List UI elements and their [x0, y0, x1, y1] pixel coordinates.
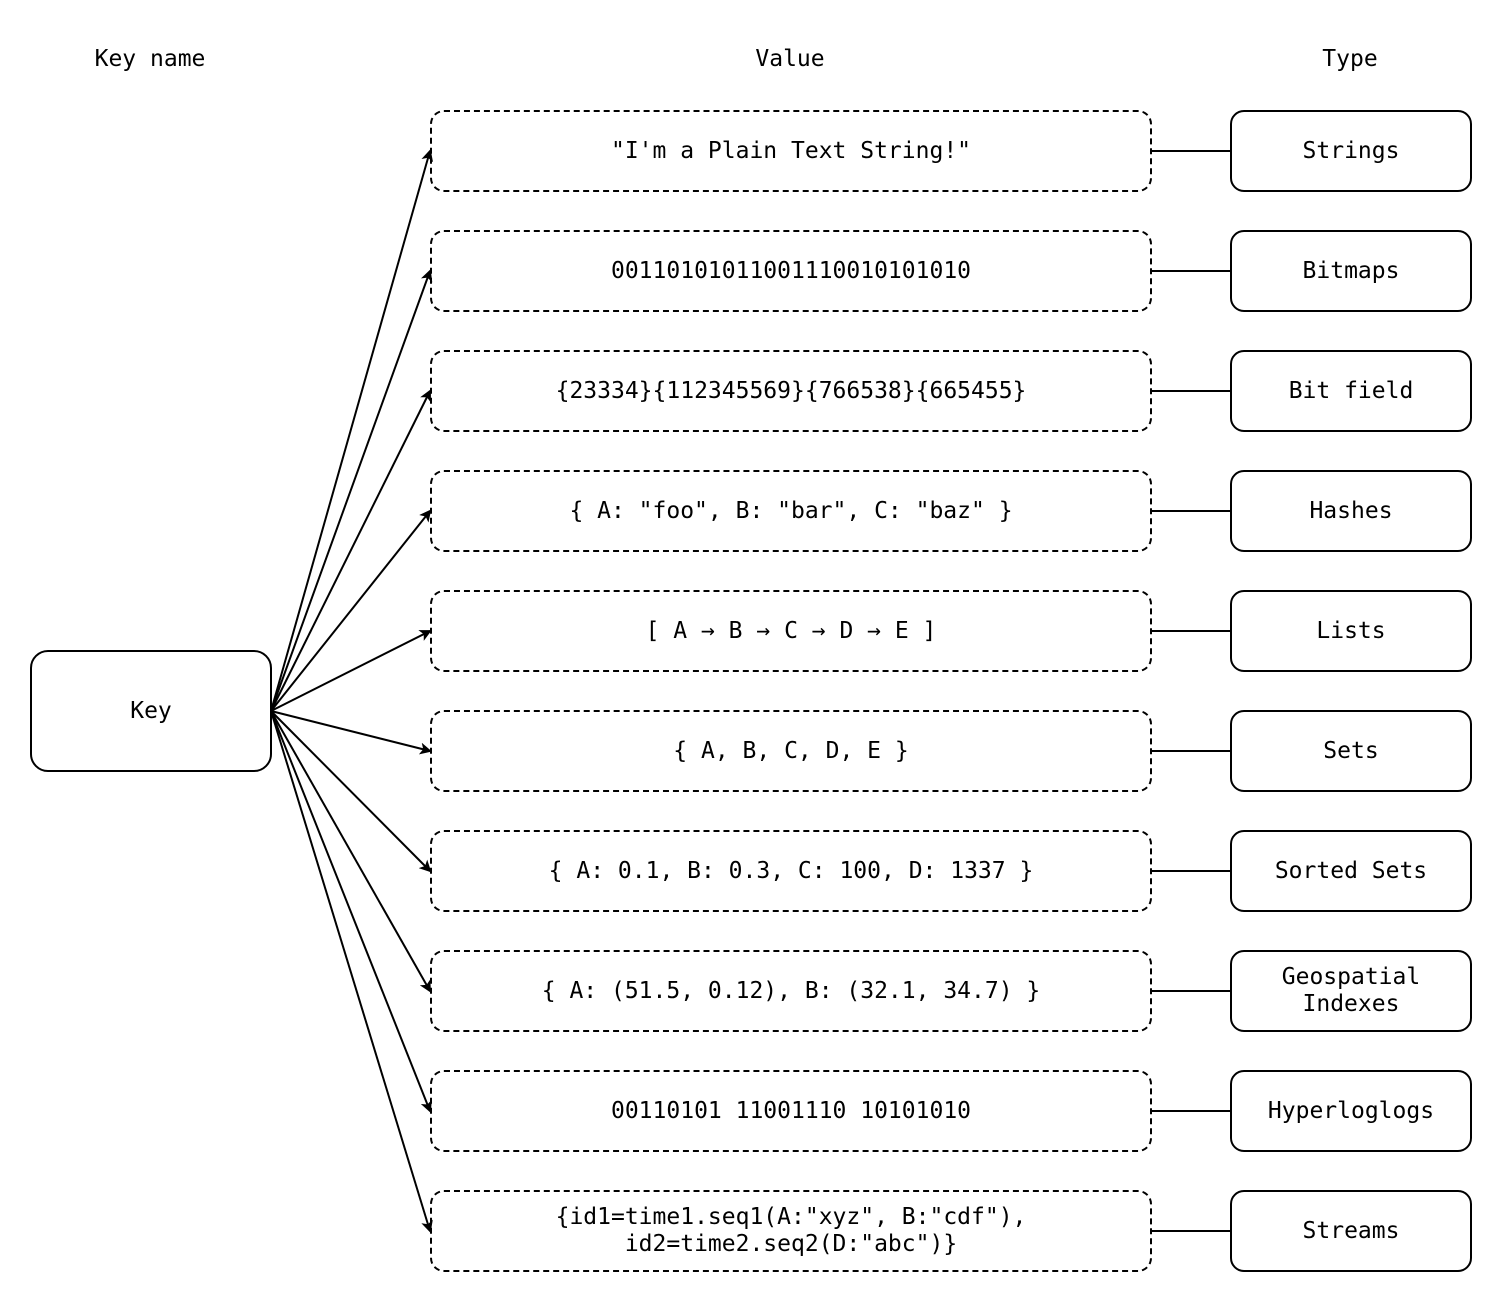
key-to-value-arrow — [270, 509, 432, 712]
value-box: { A, B, C, D, E } — [430, 710, 1152, 792]
key-to-value-arrow — [270, 630, 432, 712]
key-to-value-arrow — [270, 710, 431, 993]
key-to-value-arrow — [270, 269, 433, 712]
value-box: {id1=time1.seq1(A:"xyz", B:"cdf"), id2=t… — [430, 1190, 1152, 1272]
type-box: Geospatial Indexes — [1230, 950, 1472, 1032]
type-box: Streams — [1230, 1190, 1472, 1272]
key-to-value-arrow — [270, 710, 433, 1233]
type-box: Hyperloglogs — [1230, 1070, 1472, 1152]
key-to-value-arrow — [270, 389, 431, 712]
value-box: {23334}{112345569}{766538}{665455} — [430, 350, 1152, 432]
type-box: Strings — [1230, 110, 1472, 192]
type-box: Lists — [1230, 590, 1472, 672]
type-box: Bit field — [1230, 350, 1472, 432]
key-to-value-arrow — [270, 710, 432, 873]
value-box: { A: 0.1, B: 0.3, C: 100, D: 1337 } — [430, 830, 1152, 912]
value-box: 00110101011001110010101010 — [430, 230, 1152, 312]
key-to-value-arrow — [270, 149, 434, 712]
value-box: { A: (51.5, 0.12), B: (32.1, 34.7) } — [430, 950, 1152, 1032]
key-to-value-arrow — [270, 710, 432, 755]
key-name-header: Key name — [94, 46, 206, 72]
key-to-value-arrow — [270, 710, 432, 1113]
value-box: "I'm a Plain Text String!" — [430, 110, 1152, 192]
type-box: Sets — [1230, 710, 1472, 792]
value-box: 00110101 11001110 10101010 — [430, 1070, 1152, 1152]
key-node: Key — [30, 650, 272, 772]
type-box: Sorted Sets — [1230, 830, 1472, 912]
value-box: [ A → B → C → D → E ] — [430, 590, 1152, 672]
type-box: Hashes — [1230, 470, 1472, 552]
type-header: Type — [1322, 46, 1378, 72]
value-box: { A: "foo", B: "bar", C: "baz" } — [430, 470, 1152, 552]
type-box: Bitmaps — [1230, 230, 1472, 312]
value-header: Value — [755, 46, 825, 72]
